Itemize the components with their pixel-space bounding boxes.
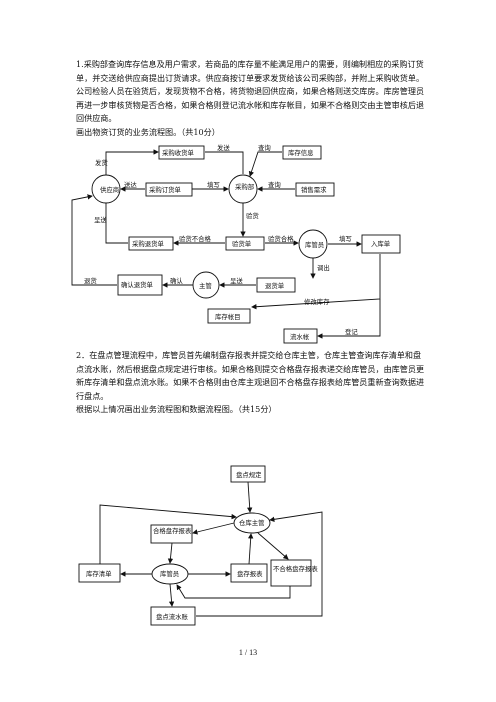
stock-info-doc (282, 145, 322, 160)
receipt-label: 采购收货单 (162, 148, 195, 157)
confirm-return-label: 确认退货单 (121, 280, 154, 289)
qualified-label: 验货合格 (268, 234, 294, 243)
question-2-text: 2．在盘点管理流程中，库管员首先编制盘存报表并提交给仓库主管，仓库主管查询库存清… (76, 349, 428, 417)
unqualified-report-doc (270, 559, 312, 587)
deliver-label: 送达 (124, 180, 137, 189)
register-label: 登记 (345, 327, 358, 336)
ship-left-label: 发货 (95, 158, 108, 167)
supervisor-label: 主管 (199, 281, 212, 290)
inspection-doc (225, 236, 265, 251)
inspect-label: 验货 (246, 211, 259, 220)
question-1-text: 1.采购部查询库存信息及用户需求，若商品的库存量不能满足用户的需要，则编制相应的… (76, 58, 428, 140)
order-doc (145, 182, 193, 197)
return-slip-label: 退货单 (265, 281, 285, 290)
inventory-ledger-label: 库存帐目 (215, 312, 241, 321)
inventory-flow-diagram (78, 465, 323, 626)
unqualified-report-label: 不合格盘存报表 (273, 564, 318, 573)
stock-list-doc (78, 563, 121, 583)
qualified-report-doc (150, 524, 193, 544)
return-doc (128, 236, 174, 251)
page-number: 1 / 13 (238, 648, 258, 657)
journal-label: 流水帐 (290, 332, 310, 341)
query-top-label: 查询 (258, 143, 271, 152)
stock-list-label: 库存清单 (86, 569, 112, 578)
supplier-label: 供应商 (100, 185, 119, 194)
deliver2-label: 呈送 (230, 276, 243, 285)
unqualified-label: 验货不合格 (179, 234, 212, 243)
question-2-prompt: 根据以上情况画出业务流程图和数据流程图。（共15分） (76, 404, 277, 415)
modify-stock-label: 修改库存 (304, 297, 330, 306)
journal-label-2: 盘点流水账 (156, 612, 189, 621)
sales-demand-label: 销售需求 (301, 185, 327, 194)
inbound-label: 入库单 (371, 239, 391, 248)
manager-label: 仓库主管 (239, 518, 265, 527)
confirm-return-doc (117, 274, 163, 296)
question-2-body: 2．在盘点管理流程中，库管员首先编制盘存报表并提交给仓库主管，仓库主管查询库存清… (76, 350, 425, 401)
question-1-body: 1.采购部查询库存信息及用户需求，若商品的库存量不能满足用户的需要，则编制相应的… (76, 59, 425, 124)
fill-label: 填写 (207, 180, 220, 189)
inbound-doc (361, 234, 401, 254)
keeper-label-2: 库管员 (160, 569, 179, 578)
journal-doc-2 (150, 606, 196, 626)
confirm-label: 确认 (170, 276, 183, 285)
return-doc-label: 采购退货单 (132, 239, 165, 248)
question-1-prompt: 画出物资订货的业务流程图。（共10分） (76, 126, 220, 137)
return-goods-label: 退货 (84, 276, 97, 285)
fill2-label: 填写 (339, 234, 352, 243)
purchasing-label-a: 采购部 (235, 182, 255, 191)
journal-doc (283, 328, 318, 344)
order-label: 采购订货单 (149, 185, 182, 194)
return-slip-doc (256, 277, 296, 293)
stock-info-label: 库存信息 (288, 148, 314, 157)
keeper-label: 库管员 (305, 240, 324, 249)
send-label: 发送 (217, 143, 230, 152)
qualified-report-label: 合格盘存报表 (153, 526, 192, 535)
take-out-label: 调出 (317, 263, 330, 272)
receipt-doc (158, 145, 205, 160)
report-label: 盘存报表 (237, 569, 263, 578)
inventory-ledger-doc (207, 308, 251, 324)
deliver-return-label: 呈送 (94, 215, 107, 224)
inspection-label: 验货单 (232, 239, 252, 248)
query-mid-label: 查询 (268, 180, 281, 189)
sales-demand-doc (295, 182, 335, 197)
rule-label: 盘点规定 (236, 470, 262, 479)
